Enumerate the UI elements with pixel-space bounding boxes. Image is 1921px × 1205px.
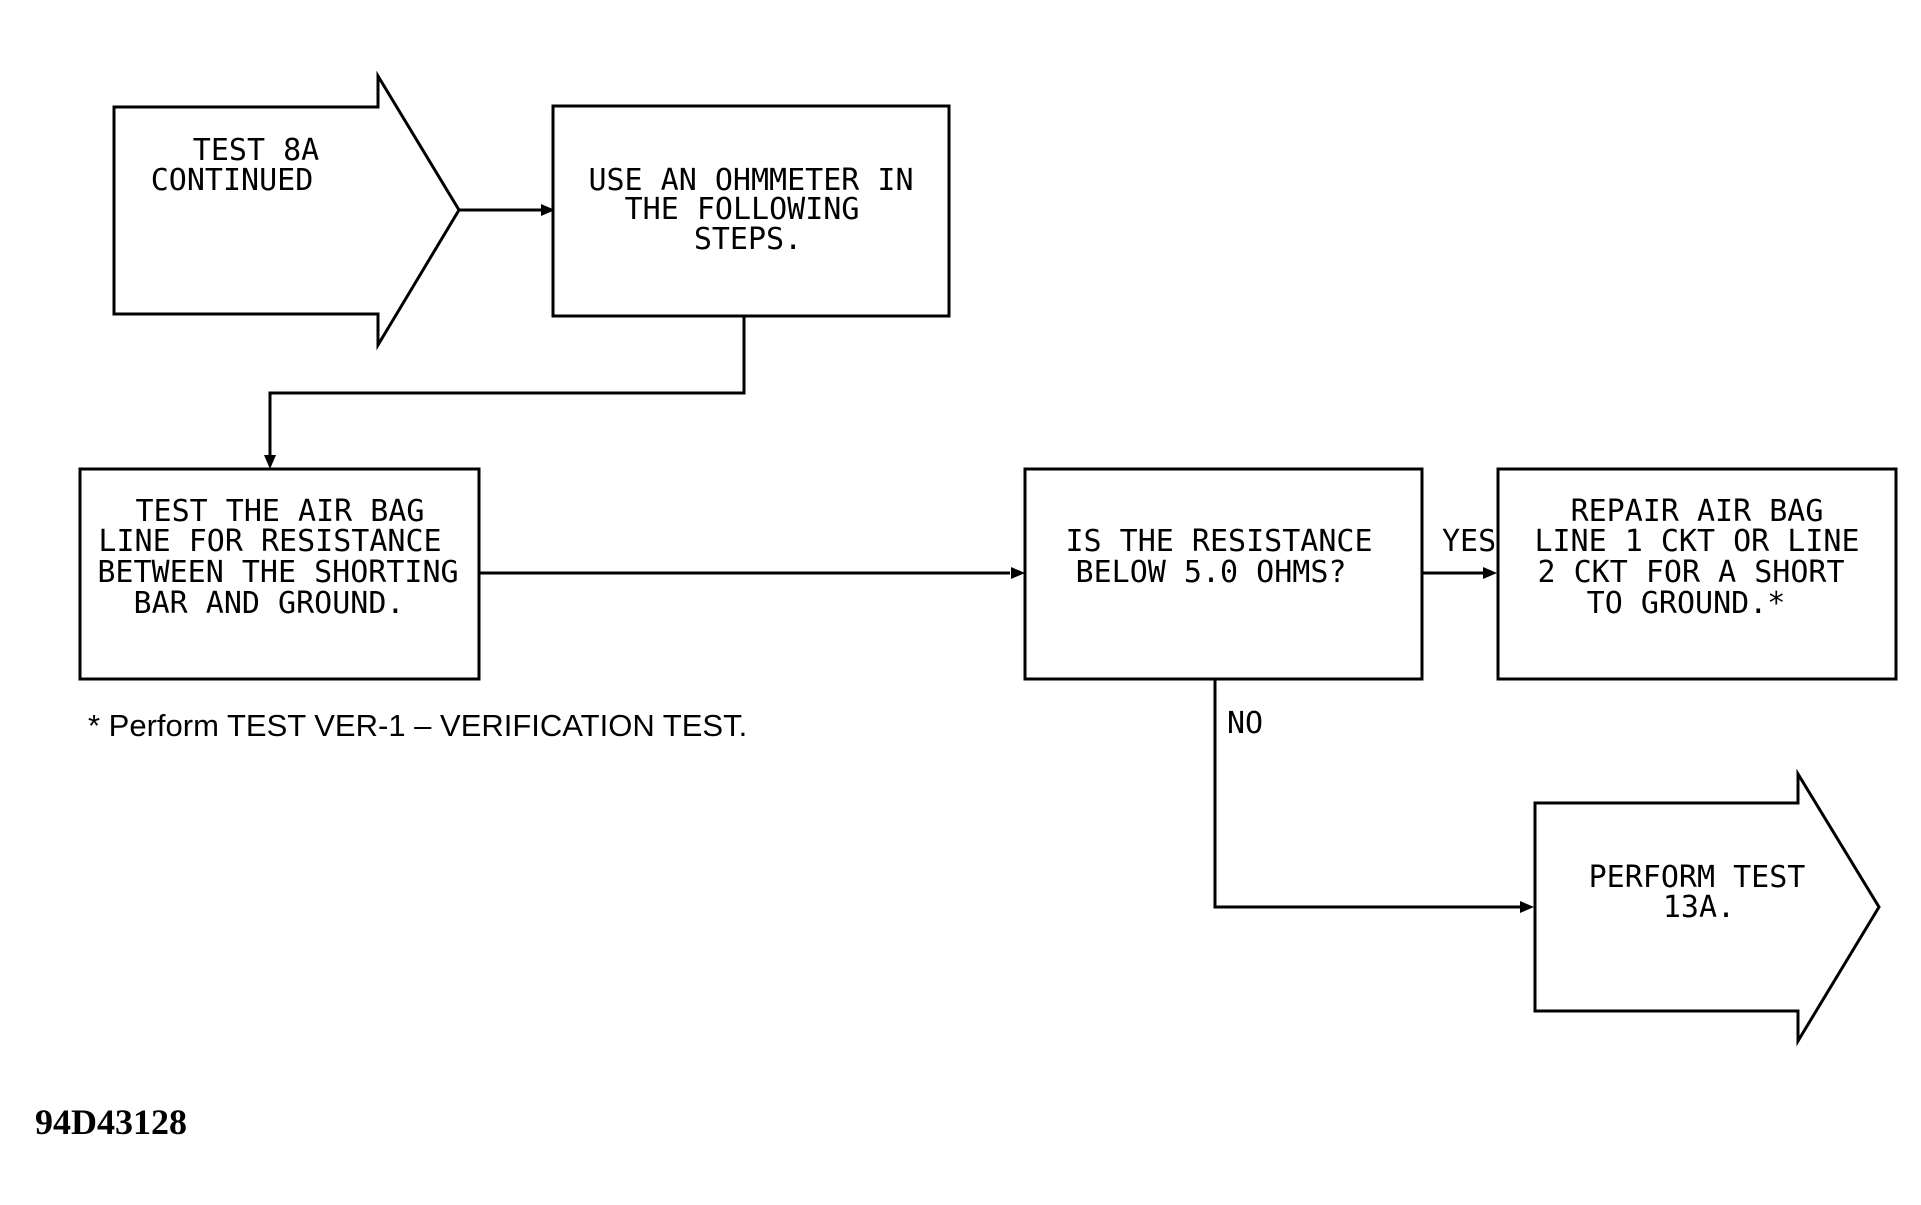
node-test13a-line: 13A. xyxy=(1663,890,1735,925)
node-repair-line: LINE 1 CKT OR LINE xyxy=(1534,524,1859,559)
node-test8a-shape xyxy=(112,70,461,351)
node-test-line-shape xyxy=(78,467,481,681)
node-ohmmeter-line: STEPS. xyxy=(694,222,802,257)
arrowhead-icon xyxy=(1483,567,1497,579)
node-test-line-line: BETWEEN THE SHORTING xyxy=(97,555,458,590)
node-repair-shape xyxy=(1496,467,1898,681)
node-test13a-shape xyxy=(1533,768,1881,1047)
node-test-line-line: TEST THE AIR BAG xyxy=(136,494,425,529)
node-question-line: IS THE RESISTANCE xyxy=(1065,524,1372,559)
yes-label: YES xyxy=(1442,524,1496,559)
footnote: * Perform TEST VER-1 – VERIFICATION TEST… xyxy=(88,708,747,743)
node-test8a-line: CONTINUED xyxy=(151,163,314,198)
node-repair: REPAIR AIR BAG LINE 1 CKT OR LINE 2 CKT … xyxy=(1496,467,1898,681)
node-ohmmeter-line: USE AN OHMMETER IN xyxy=(588,163,913,198)
connector-ohmmeter-to-test-line xyxy=(268,317,746,455)
node-repair-line: REPAIR AIR BAG xyxy=(1571,494,1824,529)
node-ohmmeter: USE AN OHMMETER IN THE FOLLOWING STEPS. xyxy=(551,104,951,318)
node-ohmmeter-shape xyxy=(551,104,951,318)
node-test-line-line: LINE FOR RESISTANCE xyxy=(98,524,441,559)
node-test-line: TEST THE AIR BAG LINE FOR RESISTANCE BET… xyxy=(78,467,481,681)
node-test13a-line: PERFORM TEST xyxy=(1589,860,1806,895)
node-test13a: PERFORM TEST 13A. xyxy=(1533,768,1881,1047)
arrowhead-icon xyxy=(1011,567,1025,579)
arrowhead-icon xyxy=(541,204,555,216)
figure-id: 94D43128 xyxy=(35,1102,187,1142)
node-test-line-line: BAR AND GROUND. xyxy=(134,586,405,621)
node-test8a-line: TEST 8A xyxy=(193,133,319,168)
node-repair-line: 2 CKT FOR A SHORT xyxy=(1537,555,1844,590)
node-ohmmeter-line: THE FOLLOWING xyxy=(625,192,860,227)
node-test8a-continued: TEST 8A CONTINUED xyxy=(112,70,461,351)
node-repair-line: TO GROUND.* xyxy=(1587,586,1786,621)
arrowhead-icon xyxy=(264,455,276,469)
node-question-line: BELOW 5.0 OHMS? xyxy=(1076,555,1347,590)
no-label: NO xyxy=(1227,706,1263,741)
node-question: IS THE RESISTANCE BELOW 5.0 OHMS? xyxy=(1023,467,1424,681)
arrowhead-icon xyxy=(1520,901,1534,913)
node-question-shape xyxy=(1023,467,1424,681)
connector-question-to-test13a-no xyxy=(1213,680,1520,909)
